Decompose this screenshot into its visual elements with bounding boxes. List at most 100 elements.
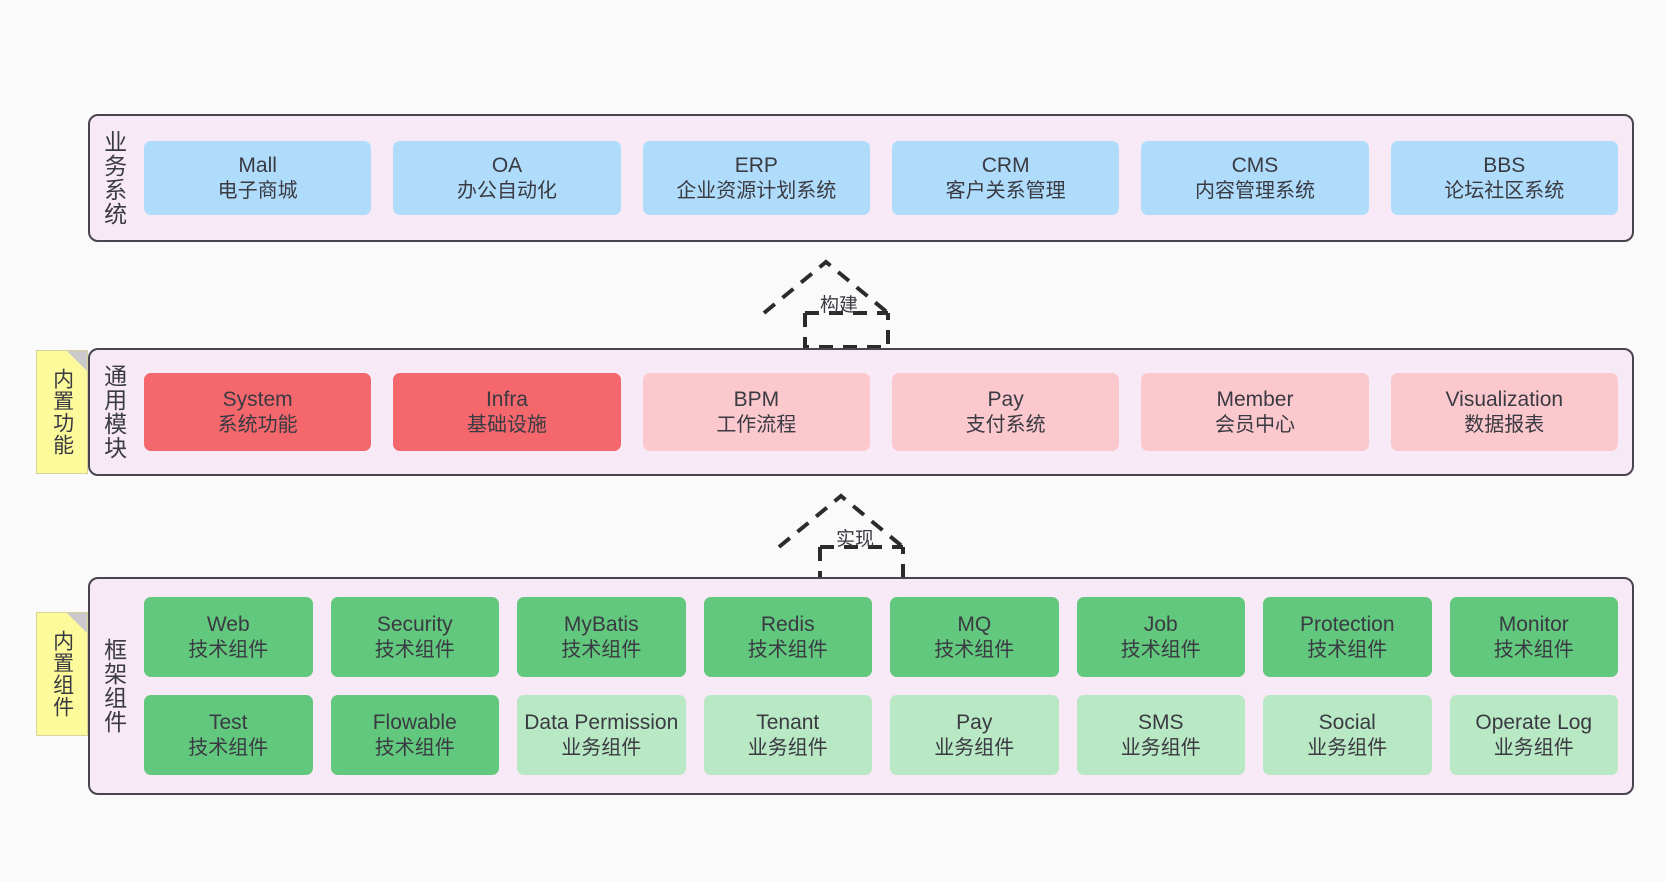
card-row: Web 技术组件 Security 技术组件 MyBatis 技术组件 Redi… <box>144 597 1618 677</box>
card-oa[interactable]: OA 办公自动化 <box>393 141 621 215</box>
card-bpm[interactable]: BPM 工作流程 <box>642 373 870 451</box>
card-data-permission[interactable]: Data Permission 业务组件 <box>517 695 686 775</box>
card-row: System 系统功能 Infra 基础设施 BPM 工作流程 Pay 支付系统… <box>144 373 1618 451</box>
card-erp[interactable]: ERP 企业资源计划系统 <box>642 141 870 215</box>
card-redis[interactable]: Redis 技术组件 <box>703 597 872 677</box>
card-subtitle: 论坛社区系统 <box>1444 179 1565 202</box>
card-subtitle: 工作流程 <box>716 413 797 436</box>
layer-framework-component[interactable]: 框架组件 Web 技术组件 Security 技术组件 MyBatis 技术组件… <box>88 577 1634 795</box>
card-title: Flowable <box>372 711 457 734</box>
card-subtitle: 技术组件 <box>934 638 1015 661</box>
layer-title-framework: 框架组件 <box>100 638 127 734</box>
card-title: Mall <box>238 154 277 177</box>
note-fold-corner-icon <box>67 351 87 371</box>
card-protection[interactable]: Protection 技术组件 <box>1263 597 1432 677</box>
card-title: Redis <box>760 613 815 636</box>
card-subtitle: 业务组件 <box>934 736 1015 759</box>
card-subtitle: 技术组件 <box>374 736 455 759</box>
card-row: Mall 电子商城 OA 办公自动化 ERP 企业资源计划系统 CRM 客户关系… <box>144 141 1618 215</box>
card-subtitle: 技术组件 <box>747 638 828 661</box>
card-visualization[interactable]: Visualization 数据报表 <box>1390 373 1618 451</box>
card-mybatis[interactable]: MyBatis 技术组件 <box>517 597 686 677</box>
card-subtitle: 业务组件 <box>561 736 642 759</box>
card-subtitle: 技术组件 <box>188 736 269 759</box>
card-title: Visualization <box>1445 388 1564 411</box>
card-subtitle: 系统功能 <box>217 413 298 436</box>
card-social[interactable]: Social 业务组件 <box>1263 695 1432 775</box>
layer-title-business: 业务系统 <box>100 130 127 226</box>
card-title: System <box>222 388 293 411</box>
card-title: Operate Log <box>1475 711 1593 734</box>
card-subtitle: 支付系统 <box>965 413 1046 436</box>
card-title: CRM <box>981 154 1030 177</box>
card-title: BBS <box>1483 154 1526 177</box>
card-title: Pay <box>956 711 993 734</box>
card-sms[interactable]: SMS 业务组件 <box>1076 695 1245 775</box>
card-title: Protection <box>1299 613 1395 636</box>
card-subtitle: 业务组件 <box>1307 736 1388 759</box>
card-subtitle: 内容管理系统 <box>1194 179 1315 202</box>
layer-business-system[interactable]: 业务系统 Mall 电子商城 OA 办公自动化 ERP 企业资源计划系统 CRM <box>88 114 1634 242</box>
card-title: Tenant <box>756 711 820 734</box>
note-label: 内置组件 <box>50 630 74 718</box>
card-title: SMS <box>1137 711 1184 734</box>
card-cms[interactable]: CMS 内容管理系统 <box>1141 141 1369 215</box>
card-tenant[interactable]: Tenant 业务组件 <box>703 695 872 775</box>
card-title: BPM <box>733 388 780 411</box>
card-infra[interactable]: Infra 基础设施 <box>393 373 621 451</box>
card-title: CMS <box>1231 154 1279 177</box>
card-job[interactable]: Job 技术组件 <box>1076 597 1245 677</box>
card-pay-business[interactable]: Pay 业务组件 <box>890 695 1059 775</box>
card-member[interactable]: Member 会员中心 <box>1141 373 1369 451</box>
card-title: MyBatis <box>563 613 639 636</box>
card-title: Member <box>1216 388 1294 411</box>
card-system[interactable]: System 系统功能 <box>144 373 372 451</box>
layer-body-framework: Web 技术组件 Security 技术组件 MyBatis 技术组件 Redi… <box>136 579 1632 793</box>
note-builtin-component: 内置组件 <box>36 612 88 736</box>
card-title: ERP <box>734 154 778 177</box>
card-subtitle: 技术组件 <box>561 638 642 661</box>
connector-build-label: 构建 <box>820 295 859 316</box>
layer-common-module[interactable]: 通用模块 System 系统功能 Infra 基础设施 BPM 工作流程 Pay <box>88 348 1634 476</box>
card-subtitle: 业务组件 <box>747 736 828 759</box>
card-security[interactable]: Security 技术组件 <box>330 597 499 677</box>
card-mq[interactable]: MQ 技术组件 <box>890 597 1059 677</box>
card-bbs[interactable]: BBS 论坛社区系统 <box>1390 141 1618 215</box>
card-title: Web <box>206 613 250 636</box>
card-crm[interactable]: CRM 客户关系管理 <box>891 141 1120 215</box>
card-row: Test 技术组件 Flowable 技术组件 Data Permission … <box>144 695 1618 775</box>
card-flowable[interactable]: Flowable 技术组件 <box>330 695 499 775</box>
card-operate-log[interactable]: Operate Log 业务组件 <box>1449 695 1618 775</box>
card-subtitle: 技术组件 <box>374 638 455 661</box>
card-title: Job <box>1143 613 1178 636</box>
note-builtin-function: 内置功能 <box>36 350 88 474</box>
card-subtitle: 业务组件 <box>1493 736 1574 759</box>
card-title: Infra <box>485 388 528 411</box>
card-test[interactable]: Test 技术组件 <box>144 695 313 775</box>
card-subtitle: 业务组件 <box>1120 736 1201 759</box>
note-label: 内置功能 <box>50 368 74 456</box>
card-subtitle: 企业资源计划系统 <box>676 179 837 202</box>
card-pay[interactable]: Pay 支付系统 <box>891 373 1120 451</box>
card-title: OA <box>491 154 523 177</box>
card-web[interactable]: Web 技术组件 <box>144 597 313 677</box>
card-subtitle: 基础设施 <box>466 413 547 436</box>
card-subtitle: 技术组件 <box>188 638 269 661</box>
card-title: MQ <box>957 613 992 636</box>
card-title: Monitor <box>1498 613 1569 636</box>
card-subtitle: 客户关系管理 <box>945 179 1066 202</box>
card-subtitle: 数据报表 <box>1464 413 1545 436</box>
layer-body-common: System 系统功能 Infra 基础设施 BPM 工作流程 Pay 支付系统… <box>136 350 1632 474</box>
card-mall[interactable]: Mall 电子商城 <box>144 141 372 215</box>
card-title: Social <box>1318 711 1376 734</box>
card-monitor[interactable]: Monitor 技术组件 <box>1449 597 1618 677</box>
connector-implement-label: 实现 <box>836 529 875 550</box>
card-subtitle: 技术组件 <box>1120 638 1201 661</box>
card-title: Test <box>208 711 248 734</box>
layer-title-common: 通用模块 <box>100 364 127 460</box>
connector-build-arrow <box>762 259 890 349</box>
card-title: Pay <box>987 388 1024 411</box>
card-subtitle: 技术组件 <box>1493 638 1574 661</box>
card-subtitle: 电子商城 <box>217 179 298 202</box>
